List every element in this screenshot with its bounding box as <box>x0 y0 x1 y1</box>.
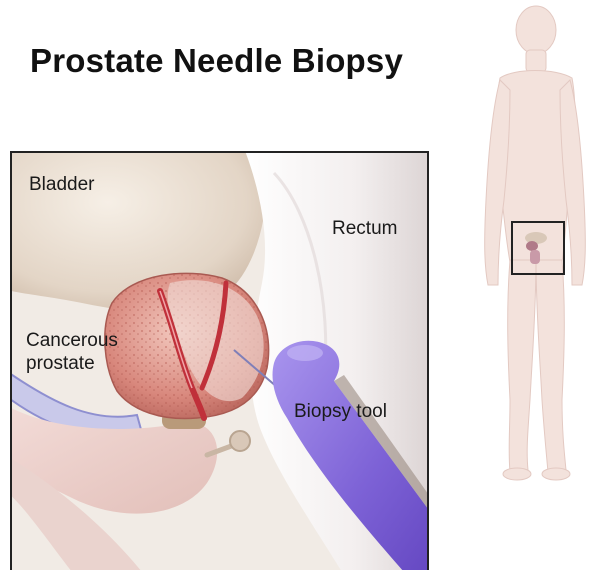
left-leg <box>508 260 536 472</box>
label-cancerous-prostate-line2: prostate <box>26 353 95 375</box>
label-rectum: Rectum <box>332 218 397 240</box>
page-title: Prostate Needle Biopsy <box>30 42 403 80</box>
anatomy-inset: Bladder Rectum Cancerous prostate Biopsy… <box>10 151 429 570</box>
tissue-nub-round <box>230 431 250 451</box>
head <box>516 6 556 54</box>
right-leg <box>536 260 566 472</box>
body-figure <box>470 0 595 500</box>
label-cancerous-prostate-line1: Cancerous <box>26 330 118 352</box>
body-silhouette <box>470 0 595 500</box>
label-bladder: Bladder <box>29 174 95 196</box>
label-biopsy-tool: Biopsy tool <box>294 401 387 423</box>
